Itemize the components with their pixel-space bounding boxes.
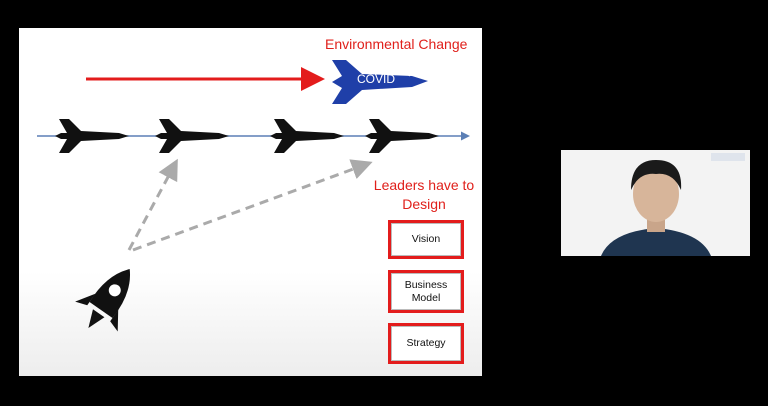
- vision-box: Vision: [388, 220, 464, 259]
- leaders-heading: Leaders have to Design: [373, 177, 475, 212]
- dashed-arrow-1: [127, 158, 178, 251]
- jet-icon-1: [55, 119, 129, 153]
- dashed-arrow-2: [132, 159, 373, 252]
- covid-jet-icon: [332, 60, 428, 104]
- business-model-box: Business Model: [388, 270, 464, 313]
- person-webcam-icon: [601, 153, 745, 256]
- covid-label: COVID: [357, 72, 396, 86]
- shared-slide: Environmental Change COVID Leaders have …: [19, 28, 482, 376]
- slide-title: Environmental Change: [325, 36, 468, 52]
- participant-video: [561, 150, 750, 256]
- jet-icon-2: [155, 119, 229, 153]
- jet-icon-4: [365, 119, 439, 153]
- rocket-icon: [75, 269, 131, 332]
- strategy-box: Strategy: [388, 323, 464, 364]
- jet-icon-3: [270, 119, 344, 153]
- slide-graphics: [37, 60, 470, 332]
